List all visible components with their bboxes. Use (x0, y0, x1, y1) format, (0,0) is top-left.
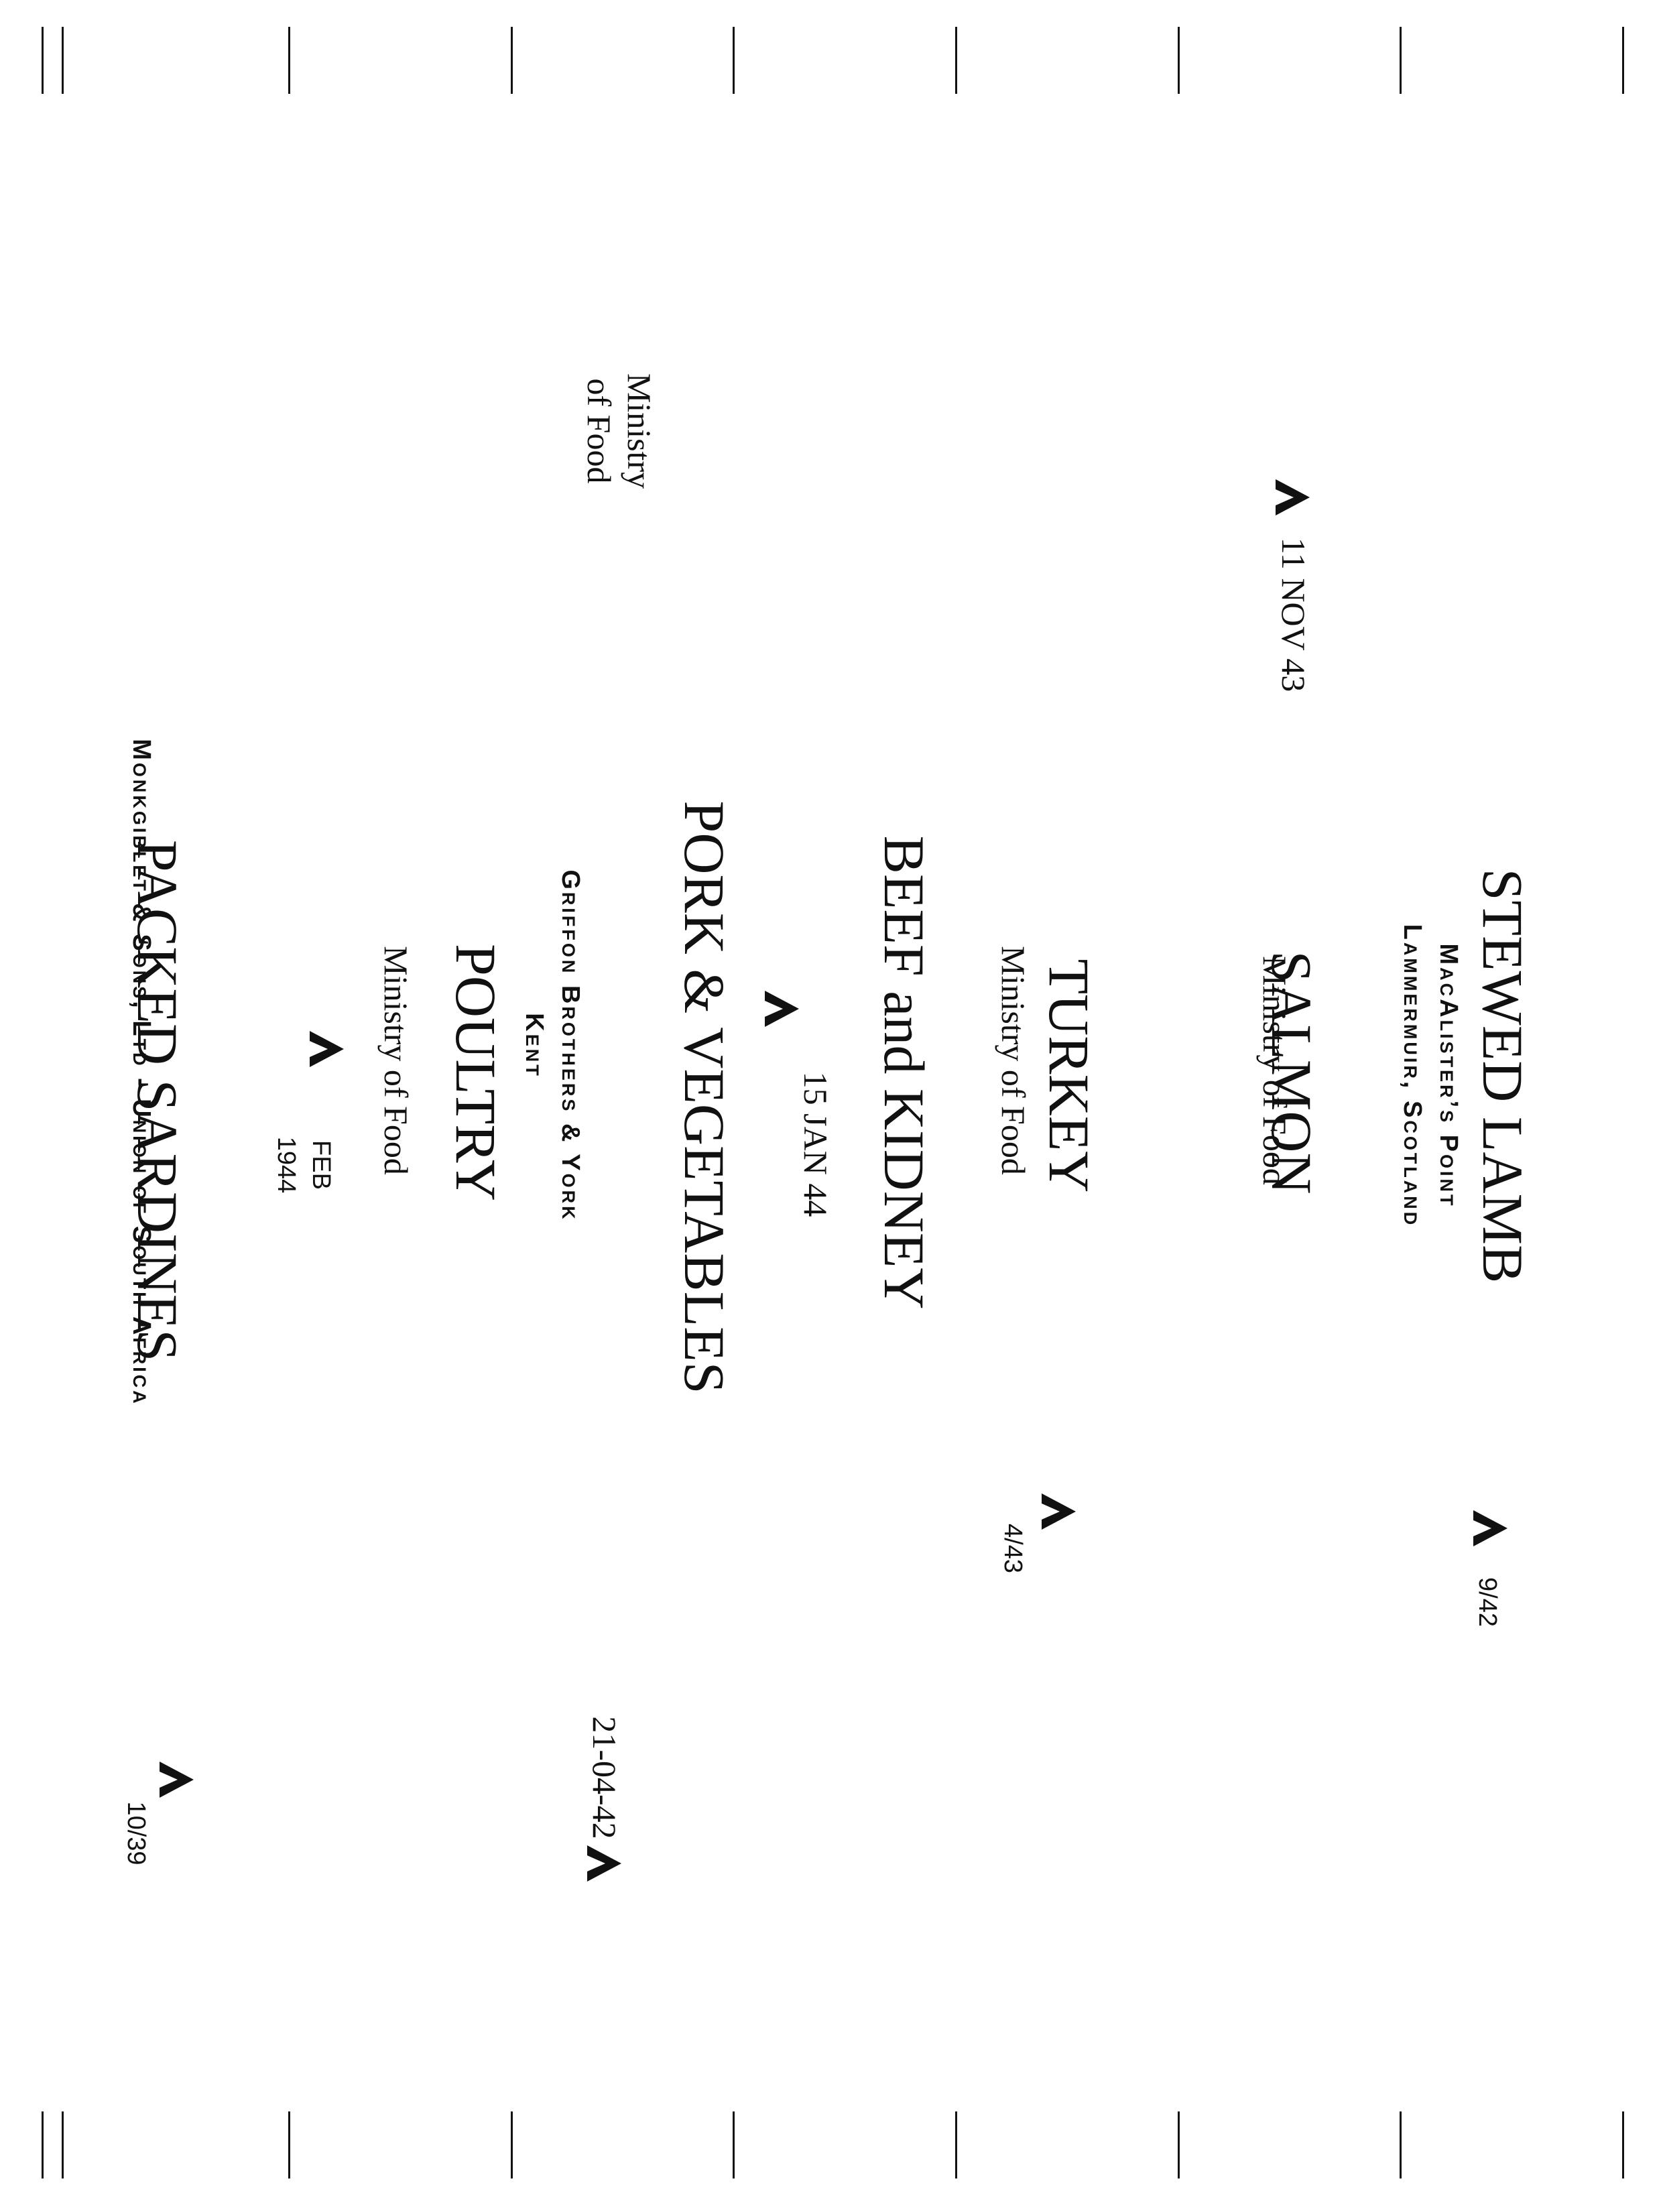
cut-mark (955, 27, 957, 94)
cut-mark (62, 27, 64, 94)
cut-mark (42, 2111, 44, 2178)
cut-mark (1178, 27, 1180, 94)
pork-maker: Griffon Brothers & York Kent (520, 838, 584, 1253)
cut-mark (733, 27, 735, 94)
cut-mark (1622, 27, 1624, 94)
turkey-date: 4/43 (999, 1524, 1027, 1573)
sardines-maker: Monkgiblet & Sons, Ltd - Union of South … (127, 739, 156, 1406)
cut-mark (1622, 2111, 1624, 2178)
cut-mark (511, 2111, 513, 2178)
pork-maker-line2: Kent (520, 1013, 548, 1079)
cut-mark (288, 27, 290, 94)
cut-mark (511, 27, 513, 94)
poultry-sub: Ministry of Food (377, 946, 415, 1175)
poultry-date: FEB 1944 (269, 1118, 335, 1212)
cut-mark (955, 2111, 957, 2178)
broad-arrow-icon (1038, 1491, 1078, 1532)
broad-arrow-icon (1469, 1508, 1510, 1548)
broad-arrow-icon (306, 1029, 346, 1069)
pork-title: PORK & VEGETABLES (672, 800, 737, 1394)
stewed-lamb-maker-line1: MacAlister’s Point (1434, 943, 1463, 1209)
broad-arrow-icon (761, 989, 801, 1029)
ministry-label: Ministry of Food (576, 351, 658, 511)
broad-arrow-icon (583, 1843, 623, 1884)
stewed-lamb-maker: MacAlister’s Point Lammermuir, Scotland (1398, 841, 1463, 1310)
pork-maker-line1: Griffon Brothers & York (556, 869, 584, 1222)
stewed-lamb-title: STEWED LAMB (1471, 868, 1535, 1284)
stewed-lamb-maker-line2: Lammermuir, Scotland (1398, 924, 1426, 1228)
cut-mark (1178, 2111, 1180, 2178)
beef-title: BEEF and KIDNEY (872, 835, 936, 1310)
poultry-date-year: 1944 (272, 1136, 300, 1194)
poultry-title: POULTRY (444, 944, 508, 1201)
cut-mark (288, 2111, 290, 2178)
cut-mark (42, 27, 44, 94)
salmon-sub: Ministry of Food (1256, 956, 1294, 1185)
sardines-date: 10/39 (122, 1801, 150, 1865)
stewed-lamb-date: 9/42 (1473, 1577, 1501, 1627)
cut-mark (1400, 2111, 1402, 2178)
ministry-line2: of Food (580, 378, 618, 484)
poultry-date-month: FEB (307, 1140, 335, 1190)
broad-arrow-icon (156, 1760, 196, 1800)
cut-mark (62, 2111, 64, 2178)
broad-arrow-icon (1272, 477, 1312, 517)
cut-mark (1400, 27, 1402, 94)
salmon-date: 11 NOV 43 (1275, 537, 1312, 692)
beef-date: 15 JAN 44 (797, 1071, 835, 1217)
ministry-line1: Ministry (621, 373, 658, 489)
cut-mark (733, 2111, 735, 2178)
turkey-sub: Ministry of Food (995, 946, 1032, 1175)
turkey-title: TURKEY (1037, 959, 1101, 1193)
